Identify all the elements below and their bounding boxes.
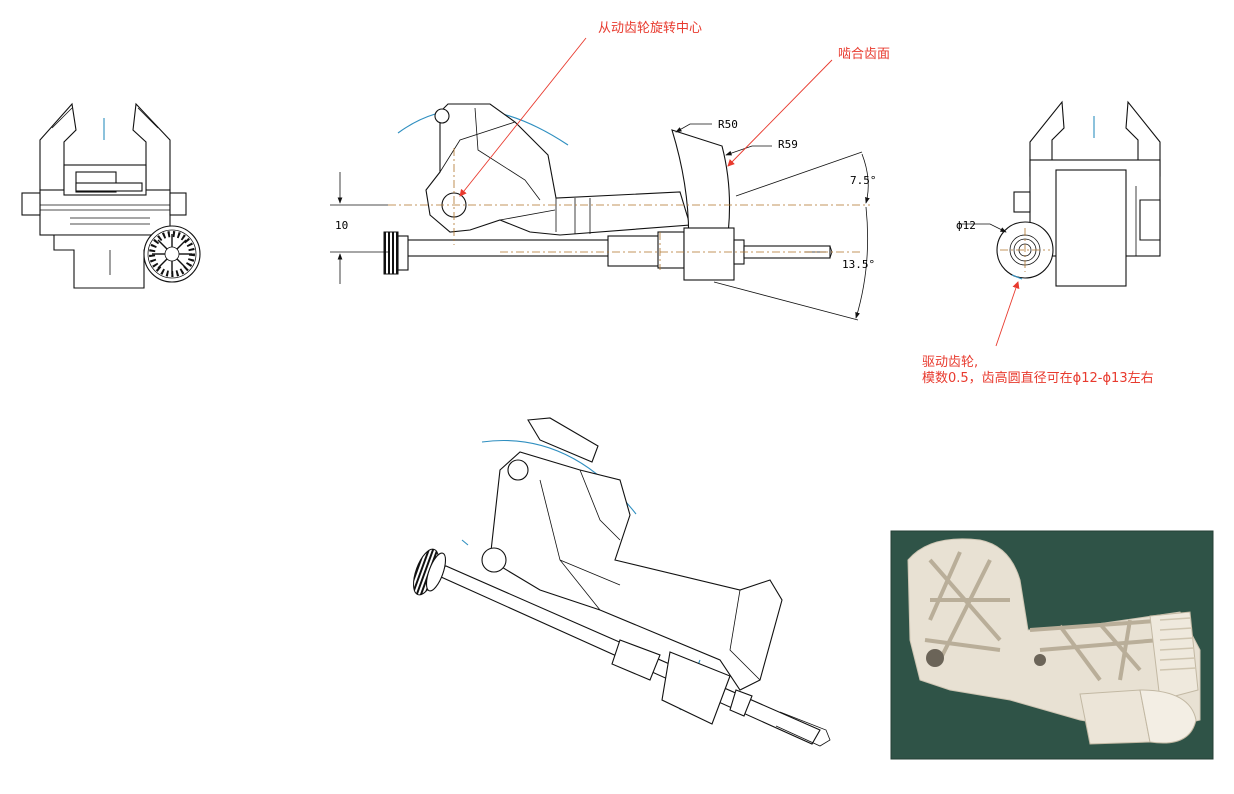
right-view [960, 100, 1161, 287]
center-view [330, 103, 870, 321]
dim-r50: R50 [718, 118, 738, 131]
label-driven-gear-center: 从动齿轮旋转中心 [598, 21, 702, 36]
part-photo [890, 530, 1214, 760]
dim-offset-10: 10 [335, 219, 348, 232]
dim-r59: R59 [778, 138, 798, 151]
annotation-labels: 从动齿轮旋转中心 啮合齿面 驱动齿轮, 模数0.5，齿高圆直径可在ϕ12-ϕ13… [598, 21, 1154, 386]
dimension-labels: R50 R59 7.5° 13.5° 10 ϕ12 [335, 118, 976, 271]
dim-angle-7-5: 7.5° [850, 174, 877, 187]
dim-angle-13-5: 13.5° [842, 258, 875, 271]
annotation-leaders [459, 37, 1020, 347]
isometric-view [413, 417, 831, 747]
dim-diameter-12: ϕ12 [956, 219, 976, 232]
label-drive-gear-line2: 模数0.5，齿高圆直径可在ϕ12-ϕ13左右 [922, 370, 1154, 386]
label-mesh-face: 啮合齿面 [838, 47, 890, 62]
label-drive-gear-line1: 驱动齿轮, [922, 355, 978, 370]
left-view [21, 102, 201, 289]
